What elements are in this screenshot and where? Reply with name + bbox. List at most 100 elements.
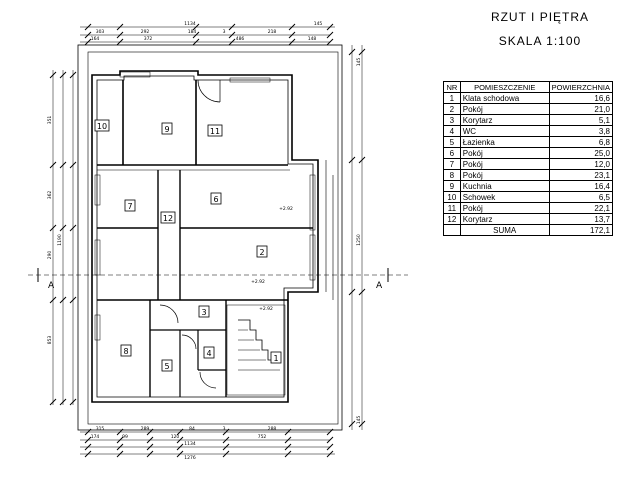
header-room: POMIESZCZENIE (459, 81, 550, 93)
plan-title: RZUT I PIĘTRA (490, 10, 590, 24)
dimension-label: 84 (189, 426, 195, 432)
door-swing (181, 334, 197, 350)
room-tag-box (160, 211, 176, 224)
door-swing (199, 371, 217, 389)
room-tag: 1 (273, 354, 278, 363)
room-tag-box (161, 359, 173, 372)
cell-name: Pokój (459, 158, 550, 170)
door-swing (197, 79, 221, 103)
dimension-label: 1276 (184, 455, 196, 461)
dimension-label: 1134 (184, 21, 196, 27)
dimension-label: 1190 (57, 234, 63, 246)
header-area: POWIERZCHNIA (548, 81, 614, 93)
section-marker-left: A (48, 281, 55, 291)
dimension-label: 1134 (184, 441, 196, 447)
cell-name: Korytarz (459, 114, 550, 126)
dimension-label: 853 (47, 336, 53, 345)
cell-nr: 4 (443, 125, 461, 137)
room-tag-box (124, 199, 136, 212)
cell-nr: 10 (443, 191, 461, 203)
room-tag-box (120, 344, 132, 357)
cell-name: Łazienka (459, 136, 550, 148)
cell-area: 21,0 (548, 103, 614, 115)
cell-nr: 7 (443, 158, 461, 170)
eave-outline (87, 51, 339, 425)
exterior-wall (91, 70, 319, 403)
cell-nr: 9 (443, 180, 461, 192)
cell-area: 5,1 (548, 114, 614, 126)
room-tag: 4 (206, 349, 211, 358)
cell-area: 12,0 (548, 158, 614, 170)
stair-frame (226, 304, 286, 396)
room-tag: 8 (123, 347, 128, 356)
dimension-label: 288 (268, 426, 277, 432)
cell-name: Pokój (459, 103, 550, 115)
cell-area: 25,0 (548, 147, 614, 159)
room-tag-box (161, 122, 173, 135)
room-tag-box (94, 119, 110, 132)
cell-area: 23,1 (548, 169, 614, 181)
dimension-label: 174 (91, 434, 100, 440)
plan-scale: SKALA 1:100 (498, 34, 582, 48)
sum-label: SUMA (459, 224, 550, 236)
dimension-label: 145 (356, 58, 362, 67)
room-tag: 12 (163, 214, 173, 223)
room-tag-box (256, 245, 268, 258)
room-tag-box (210, 192, 222, 205)
cell-nr: 5 (443, 136, 461, 148)
cell-name: Pokój (459, 202, 550, 214)
dimension-label: 362 (47, 191, 53, 200)
dimension-label: 148 (308, 36, 317, 42)
dimension-label: 303 (96, 29, 105, 35)
room-tag: 2 (259, 248, 264, 257)
table-header-row: NR POMIESZCZENIE POWIERZCHNIA (443, 81, 614, 93)
room-tag-box (198, 305, 210, 318)
dimension-label: +2.92 (279, 206, 293, 212)
cell-nr (443, 224, 461, 236)
cell-name: WC (459, 125, 550, 137)
dimension-label: 184 (188, 29, 197, 35)
dimension-label: 145 (314, 21, 323, 27)
cell-area: 22,1 (548, 202, 614, 214)
dimension-label: 351 (47, 116, 53, 125)
dimension-label: 120 (171, 434, 180, 440)
stair-treads (238, 329, 280, 371)
dimension-label: 99 (122, 434, 128, 440)
dimension-label: 218 (268, 29, 277, 35)
cell-area: 6,5 (548, 191, 614, 203)
cell-area: 6,8 (548, 136, 614, 148)
dimension-label: 289 (141, 426, 150, 432)
dimension-label: +2.92 (251, 279, 265, 285)
dimension-label: +2.92 (259, 306, 273, 312)
dimension-label: 372 (144, 36, 153, 42)
dimension-label: 3 (223, 426, 226, 432)
room-tag: 3 (201, 308, 206, 317)
cell-name: Pokój (459, 147, 550, 159)
cell-name: Kuchnia (459, 180, 550, 192)
dimension-label: 486 (236, 36, 245, 42)
stairs (238, 319, 276, 361)
cell-area: 13,7 (548, 213, 614, 225)
dimension-label: 290 (47, 251, 53, 260)
header-nr: NR (443, 81, 461, 93)
cell-nr: 8 (443, 169, 461, 181)
dimension-label: 1250 (356, 234, 362, 246)
room-tag: 9 (164, 125, 169, 134)
dimension-label: 164 (91, 36, 100, 42)
dimension-label: 752 (258, 434, 267, 440)
